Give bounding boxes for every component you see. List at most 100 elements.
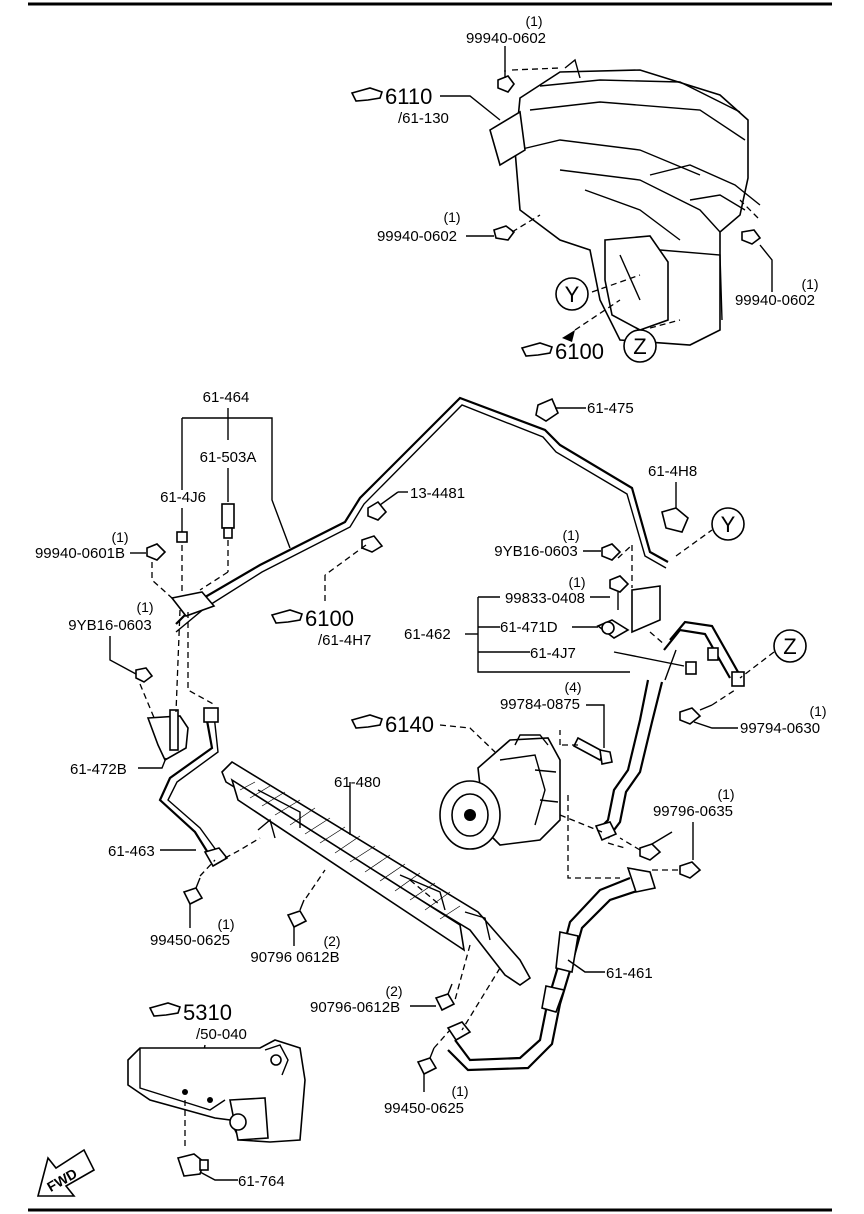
arrow-icon bbox=[562, 330, 575, 342]
qty-label: (1) bbox=[443, 209, 460, 225]
svg-text:5310: 5310 bbox=[183, 1000, 232, 1025]
pointing-hand-icon bbox=[148, 1002, 182, 1017]
pipe-fitting-icon bbox=[685, 661, 697, 675]
part-number-label: 13-4481 bbox=[410, 485, 465, 502]
reference-callout-6100: 6100 bbox=[520, 339, 604, 364]
bolt-icon bbox=[146, 543, 167, 561]
sensor-61-764 bbox=[176, 1153, 209, 1177]
part-number-label: 61-4H8 bbox=[648, 463, 697, 480]
part-number-label: 90796-0612B bbox=[310, 999, 400, 1016]
svg-text:/61-4H7: /61-4H7 bbox=[318, 632, 371, 649]
pressure-switch-61-503a bbox=[221, 503, 235, 539]
part-number-label: 61-4J6 bbox=[160, 489, 206, 506]
qty-label: (1) bbox=[717, 786, 734, 802]
qty-label: (1) bbox=[136, 599, 153, 615]
bolt-icon bbox=[601, 543, 622, 561]
part-number-label: 90796 0612B bbox=[250, 949, 339, 966]
part-number-label: 99940-0602 bbox=[377, 228, 457, 245]
pipe-fitting-icon bbox=[731, 671, 745, 687]
bolt-icon bbox=[182, 877, 204, 906]
part-number-label: 61-461 bbox=[606, 965, 653, 982]
long-bolt-icon bbox=[572, 736, 613, 765]
pipe-61-464 bbox=[175, 396, 669, 633]
svg-text:Z: Z bbox=[633, 334, 646, 359]
part-number-label: 9YB16-0603 bbox=[494, 543, 577, 560]
svg-text:/50-040: /50-040 bbox=[196, 1026, 247, 1043]
svg-text:Z: Z bbox=[783, 634, 796, 659]
pipe-61-461 bbox=[447, 866, 657, 1072]
part-number-label: 9YB16-0603 bbox=[68, 617, 151, 634]
pipe-fitting-icon bbox=[203, 707, 219, 723]
part-number-label: 61-764 bbox=[238, 1173, 285, 1190]
qty-label: (1) bbox=[111, 529, 128, 545]
part-number-label: 61-462 bbox=[404, 626, 451, 643]
clip-13-4481 bbox=[367, 500, 388, 521]
bracket-61-472b bbox=[146, 709, 189, 762]
pipe-61-463 bbox=[158, 714, 219, 857]
part-number-label: 99450-0625 bbox=[384, 1100, 464, 1117]
clip-icon bbox=[361, 535, 384, 553]
part-number-label: 99940-0601B bbox=[35, 545, 125, 562]
pointing-hand-icon bbox=[270, 609, 304, 624]
svg-text:6100: 6100 bbox=[305, 606, 354, 631]
svg-text:Y: Y bbox=[721, 512, 736, 537]
reference-callout-5310: 5310 /50-040 bbox=[148, 1000, 247, 1043]
bolt-icon bbox=[679, 704, 713, 725]
bracket-61-471d bbox=[596, 585, 661, 639]
clip-61-475 bbox=[535, 397, 559, 422]
part-number-label: 61-475 bbox=[587, 400, 634, 417]
forward-arrow-icon: FWD bbox=[36, 1148, 96, 1197]
qty-label: (1) bbox=[801, 276, 818, 292]
connection-marker-y: Y bbox=[555, 277, 589, 311]
frame-member-drawing bbox=[127, 1039, 306, 1143]
bolt-icon bbox=[434, 983, 456, 1012]
pointing-hand-icon bbox=[350, 87, 384, 102]
bolt-icon bbox=[493, 225, 516, 241]
svg-text:6140: 6140 bbox=[385, 712, 434, 737]
condenser-61-480 bbox=[221, 760, 532, 986]
reference-callout-6100-mid: 6100 /61-4H7 bbox=[270, 606, 371, 649]
svg-text:6110: 6110 bbox=[385, 84, 432, 109]
svg-text:Y: Y bbox=[565, 282, 580, 307]
pointing-hand-icon bbox=[520, 342, 554, 357]
part-number-label: 99940-0602 bbox=[735, 292, 815, 309]
part-number-label: 61-464 bbox=[203, 389, 250, 406]
connection-marker-y: Y bbox=[711, 507, 745, 541]
qty-label: (1) bbox=[809, 703, 826, 719]
clip-61-4h8 bbox=[661, 507, 689, 533]
pointing-hand-icon bbox=[350, 714, 384, 729]
bolt-icon bbox=[679, 861, 702, 879]
bolt-icon bbox=[497, 70, 515, 93]
qty-label: (1) bbox=[451, 1083, 468, 1099]
part-number-label: 61-463 bbox=[108, 843, 155, 860]
svg-text:6100: 6100 bbox=[555, 339, 604, 364]
part-number-label: 99784-0875 bbox=[500, 696, 580, 713]
reference-callout-6110: 6110 /61-130 bbox=[350, 84, 449, 127]
bolt-icon bbox=[416, 1047, 438, 1076]
pipe-fitting-icon bbox=[707, 647, 719, 661]
qty-label: (1) bbox=[568, 574, 585, 590]
svg-text:/61-130: /61-130 bbox=[398, 110, 449, 127]
pipe-fitting-icon bbox=[446, 1021, 472, 1042]
qty-label: (2) bbox=[385, 983, 402, 999]
part-number-label: 61-472B bbox=[70, 761, 127, 778]
pipe-fitting-icon bbox=[594, 821, 618, 842]
pipe-fitting-icon bbox=[203, 847, 229, 868]
part-number-label: 61-503A bbox=[200, 449, 257, 466]
qty-label: (1) bbox=[217, 916, 234, 932]
bolt-icon bbox=[286, 899, 308, 929]
bolt-icon bbox=[741, 229, 762, 245]
qty-label: (2) bbox=[323, 933, 340, 949]
part-number-label: 99794-0630 bbox=[740, 720, 820, 737]
part-number-label: 61-4J7 bbox=[530, 645, 576, 662]
part-number-label: 61-471D bbox=[500, 619, 558, 636]
compressor-drawing bbox=[439, 734, 561, 850]
part-number-label: 99940-0602 bbox=[466, 30, 546, 47]
bolt-icon bbox=[135, 667, 154, 683]
heater-unit-drawing bbox=[489, 58, 761, 346]
bolt-icon bbox=[609, 575, 630, 610]
qty-label: (4) bbox=[564, 679, 581, 695]
qty-label: (1) bbox=[525, 13, 542, 29]
reference-callout-6140: 6140 bbox=[350, 712, 434, 737]
part-number-label: 99833-0408 bbox=[505, 590, 585, 607]
